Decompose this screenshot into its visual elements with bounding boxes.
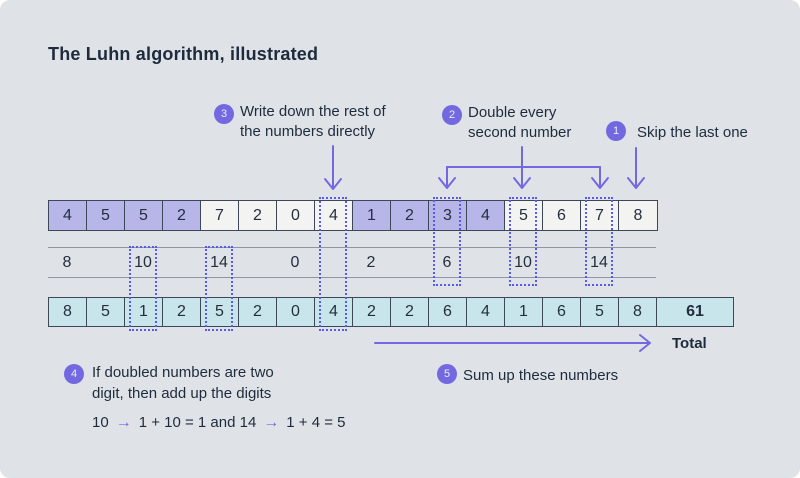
step-4-line2: digit, then add up the digits (92, 383, 274, 404)
step-4-number: 4 (71, 369, 77, 380)
step2-arrowhead-right (592, 178, 608, 188)
step-3-line1: Write down the rest of (240, 102, 386, 122)
step-1-number: 1 (613, 126, 619, 137)
digit-cell: 5 (125, 201, 163, 230)
digit-cell: 2 (391, 298, 429, 326)
dotted-highlight-5-to-10 (509, 197, 537, 286)
step-2-number: 2 (449, 110, 455, 121)
digit-cell: 6 (543, 201, 581, 230)
step-4-line1: If doubled numbers are two (92, 362, 274, 383)
dotted-highlight-10-to-1 (129, 246, 157, 331)
page-title: The Luhn algorithm, illustrated (48, 44, 318, 65)
digit-cell: 6 (429, 298, 467, 326)
step2-arrowhead-left (439, 178, 455, 188)
step-4-note: If doubled numbers are two digit, then a… (92, 362, 274, 404)
digit-cell: 0 (277, 201, 315, 230)
top-row: 4552720412345678 (48, 200, 658, 231)
right-arrow-icon: → (263, 414, 279, 431)
right-arrow-icon: → (116, 414, 132, 431)
step-3-badge: 3 (214, 104, 234, 124)
formula-text: 10 (92, 414, 109, 431)
digit-cell: 1 (505, 298, 543, 326)
step3-arrowhead (325, 179, 341, 189)
step-3-line2: the numbers directly (240, 122, 386, 142)
digit-cell: 1 (353, 201, 391, 230)
digit-cell: 8 (619, 201, 657, 230)
digit-cell: 2 (163, 201, 201, 230)
digit-cell: 8 (49, 298, 87, 326)
doubled-value: 8 (48, 248, 86, 278)
digit-sum-formula: 10 → 1 + 10 = 1 and 14 → 1 + 4 = 5 (92, 414, 346, 432)
digit-cell: 4 (49, 201, 87, 230)
digit-cell: 4 (467, 201, 505, 230)
digit-cell: 7 (201, 201, 239, 230)
digit-cell: 5 (87, 298, 125, 326)
dotted-highlight-3-to-6 (433, 197, 461, 286)
doubled-value: 0 (276, 248, 314, 278)
digit-cell: 2 (239, 298, 277, 326)
step-1-note: Skip the last one (637, 123, 748, 143)
digit-cell: 8 (619, 298, 657, 326)
total-cell: 61 (657, 298, 733, 326)
digit-cell: 5 (581, 298, 619, 326)
dotted-highlight-14-to-5 (205, 246, 233, 331)
dotted-highlight-7-to-14 (585, 197, 613, 286)
step-1-badge: 1 (606, 121, 626, 141)
digit-cell: 6 (543, 298, 581, 326)
step-5-number: 5 (444, 369, 450, 380)
step-4-badge: 4 (64, 364, 84, 384)
step-2-note: Double every second number (468, 103, 571, 143)
formula-text: 1 + 4 = 5 (286, 414, 345, 431)
total-arrowhead (640, 335, 650, 351)
step-2-line1: Double every (468, 103, 571, 123)
digit-cell: 2 (353, 298, 391, 326)
step-5-note: Sum up these numbers (463, 366, 618, 386)
step1-arrowhead (628, 178, 644, 188)
digit-cell: 4 (467, 298, 505, 326)
step-2-line2: second number (468, 123, 571, 143)
step-3-note: Write down the rest of the numbers direc… (240, 102, 386, 142)
total-label: Total (672, 335, 707, 352)
doubled-value: 2 (352, 248, 390, 278)
formula-text: 1 + 10 = 1 and 14 (139, 414, 257, 431)
digit-cell: 5 (87, 201, 125, 230)
step2-arrowhead-mid (514, 178, 530, 188)
step-3-number: 3 (221, 109, 227, 120)
digit-cell: 2 (391, 201, 429, 230)
step-5-badge: 5 (437, 364, 457, 384)
digit-cell: 0 (277, 298, 315, 326)
step-2-badge: 2 (442, 105, 462, 125)
dotted-highlight-col8 (319, 197, 347, 331)
digit-cell: 2 (239, 201, 277, 230)
digit-cell: 2 (163, 298, 201, 326)
